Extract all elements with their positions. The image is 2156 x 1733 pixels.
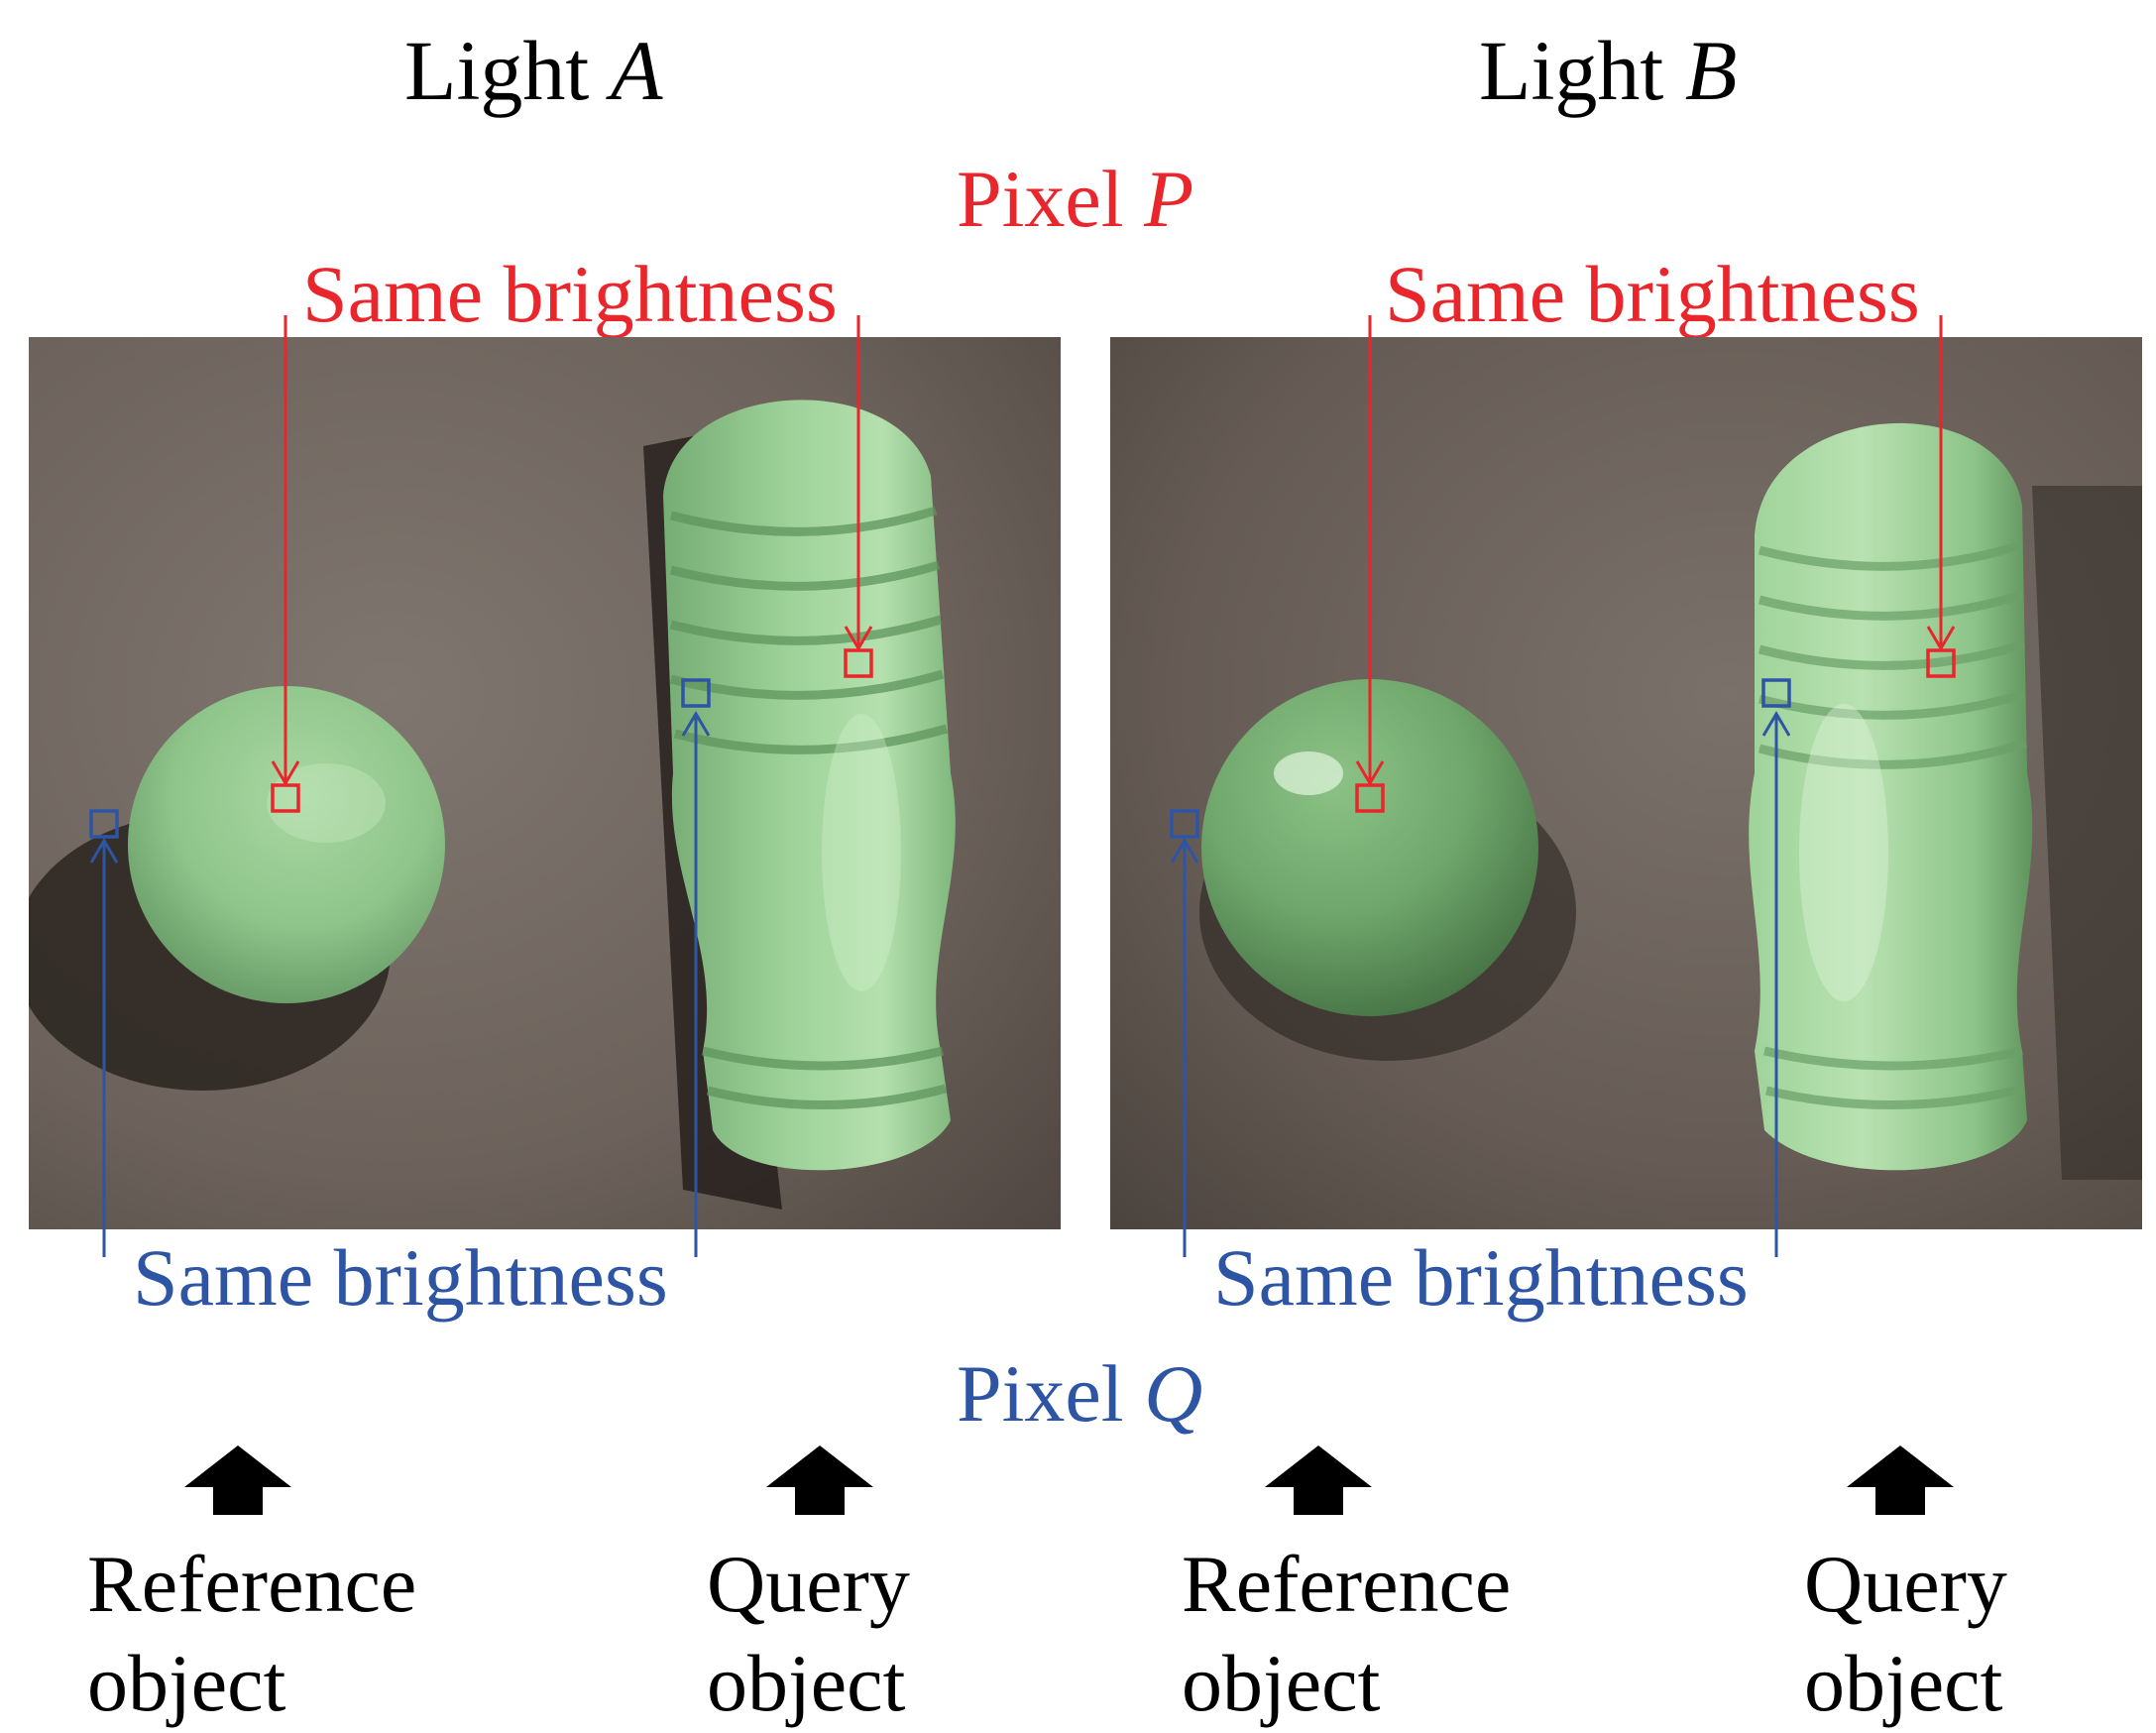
arrow-pointer-icon	[1170, 838, 1199, 864]
pixel-p-marker-query-b	[1926, 648, 1956, 678]
query-label-line1: Query	[1804, 1539, 2007, 1629]
pixel-p-marker-query-a	[844, 648, 873, 678]
up-arrow-icon	[766, 1445, 873, 1515]
photo-b-bottle-highlight	[1799, 704, 1888, 1001]
pixel-q-label: Pixel Q	[957, 1353, 1202, 1435]
pixel-q-marker-ref-b	[1170, 809, 1199, 839]
photo-a-bottle-highlight	[822, 714, 901, 991]
photo-a-query-bottle	[663, 400, 956, 1171]
pixel-q-prefix: Pixel	[957, 1348, 1145, 1439]
pixel-q-marker-query-b	[1761, 678, 1791, 708]
pixel-p-letter: P	[1144, 154, 1194, 244]
pixel-q-marker-query-a	[681, 678, 711, 708]
same-brightness-blue-right: Same brightness	[1213, 1232, 1749, 1323]
query-label-line2: object	[1804, 1638, 2003, 1729]
photo-light-b	[1110, 337, 2142, 1229]
arrow-pointer-icon	[89, 838, 119, 864]
pixel-p-marker-ref-b	[1355, 783, 1385, 813]
query-object-label-a: Query object	[707, 1535, 910, 1733]
arrow-pointer-icon	[1761, 711, 1791, 737]
same-brightness-red-right: Same brightness	[1385, 249, 1920, 339]
same-brightness-blue-left: Same brightness	[133, 1232, 668, 1323]
reference-label-line2: object	[1182, 1638, 1381, 1729]
same-brightness-red-left: Same brightness	[302, 249, 838, 339]
arrow-pointer-icon	[1355, 760, 1385, 786]
photo-light-a	[29, 337, 1061, 1229]
arrow-pointer-icon	[681, 711, 711, 737]
light-a-letter: A	[610, 23, 663, 118]
pixel-p-prefix: Pixel	[957, 154, 1145, 244]
photo-a-reference-ball	[128, 686, 445, 1003]
query-label-line2: object	[707, 1638, 906, 1729]
light-b-prefix: Light	[1479, 23, 1685, 118]
reference-object-label-a: Reference object	[87, 1535, 416, 1733]
photo-a-ball-highlight	[267, 763, 386, 843]
arrow-pointer-icon	[271, 760, 300, 786]
photo-b-bottle-shadow	[2032, 486, 2142, 1180]
light-a-title: Light A	[404, 28, 662, 113]
reference-label-line1: Reference	[87, 1539, 417, 1629]
query-label-line1: Query	[707, 1539, 910, 1629]
pixel-q-letter: Q	[1144, 1348, 1203, 1439]
light-a-prefix: Light	[404, 23, 611, 118]
up-arrow-icon	[1265, 1445, 1372, 1515]
photo-b-bottle-ridges	[1758, 540, 2028, 1110]
photo-b-ball-highlight	[1274, 751, 1343, 795]
up-arrow-icon	[1847, 1445, 1954, 1515]
arrow-pointer-icon	[844, 626, 873, 651]
photo-a-bottle-ridges	[669, 506, 949, 1109]
pixel-q-marker-ref-a	[89, 809, 119, 839]
pixel-p-label: Pixel P	[957, 159, 1193, 240]
reference-object-label-b: Reference object	[1182, 1535, 1511, 1733]
light-b-title: Light B	[1479, 28, 1737, 113]
reference-label-line1: Reference	[1182, 1539, 1512, 1629]
query-object-label-b: Query object	[1804, 1535, 2007, 1733]
up-arrow-icon	[184, 1445, 291, 1515]
arrow-pointer-icon	[1926, 626, 1956, 651]
light-b-letter: B	[1684, 23, 1738, 118]
pixel-p-marker-ref-a	[271, 783, 300, 813]
reference-label-line2: object	[87, 1638, 286, 1729]
